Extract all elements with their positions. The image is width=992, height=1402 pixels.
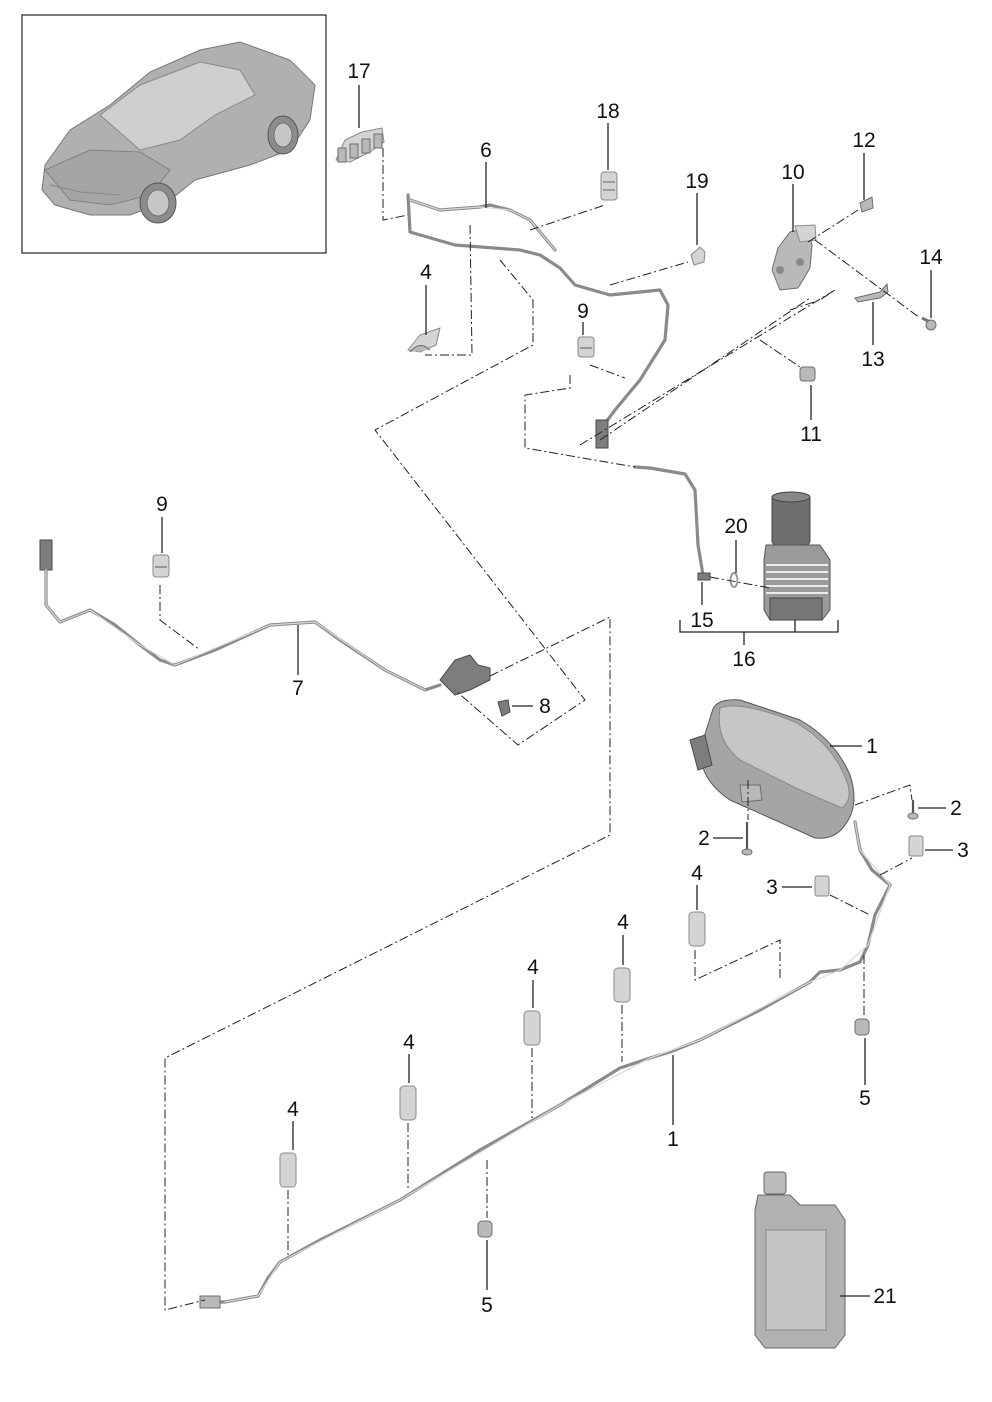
part-1-reservoir[interactable] (689, 699, 855, 839)
part-3-clip-left[interactable] (814, 875, 830, 897)
car-icon (41, 41, 316, 224)
part-3-clip-right[interactable] (908, 835, 924, 857)
callout-21[interactable]: 21 (873, 1285, 896, 1308)
part-17-clip-strip[interactable] (335, 127, 385, 163)
pipe-7[interactable] (39, 539, 442, 692)
callout-4-d[interactable]: 4 (403, 1031, 415, 1054)
callout-17[interactable]: 17 (347, 60, 370, 83)
part-5-sleeve-left[interactable] (477, 1220, 493, 1238)
callout-5-left[interactable]: 5 (481, 1294, 493, 1317)
assembly-lines (159, 148, 921, 1311)
pipe-1-end-fitting (199, 1295, 221, 1309)
part-4-pipe-clip[interactable] (407, 327, 441, 353)
callout-9-middle[interactable]: 9 (156, 493, 168, 516)
part-4-clip-d[interactable] (399, 1085, 417, 1121)
callout-4-b[interactable]: 4 (617, 911, 629, 934)
part-12-clip-nut[interactable] (859, 196, 874, 213)
callout-18[interactable]: 18 (596, 100, 619, 123)
part-16-filler-neck[interactable] (763, 491, 831, 621)
part-4-clip-c[interactable] (523, 1010, 541, 1046)
callout-16[interactable]: 16 (732, 648, 755, 671)
pipe-6[interactable] (406, 193, 670, 449)
callout-6[interactable]: 6 (480, 139, 492, 162)
part-20-o-ring[interactable] (729, 572, 739, 588)
part-15-fitting[interactable] (697, 572, 711, 581)
callout-1-reservoir[interactable]: 1 (866, 735, 878, 758)
callout-10[interactable]: 10 (781, 161, 804, 184)
part-4-clip-e[interactable] (279, 1152, 297, 1188)
callout-4-c[interactable]: 4 (527, 956, 539, 979)
callouts: 17 6 18 19 10 12 14 13 11 4 9 9 7 8 20 1… (156, 60, 969, 1317)
part-11-nut[interactable] (799, 366, 816, 382)
part-9-clip-middle[interactable] (152, 554, 170, 578)
callout-4-upper[interactable]: 4 (420, 261, 432, 284)
callout-3-left[interactable]: 3 (766, 876, 778, 899)
part-13-clamp[interactable] (854, 282, 889, 303)
callout-2-left[interactable]: 2 (698, 827, 710, 850)
callout-8[interactable]: 8 (539, 695, 551, 718)
part-21-fluid-bottle[interactable] (754, 1171, 846, 1349)
callout-7[interactable]: 7 (292, 677, 304, 700)
part-8-plug[interactable] (497, 699, 511, 717)
part-4-clip-a[interactable] (688, 911, 706, 947)
pipe-6-connector (595, 419, 609, 449)
callout-2-right[interactable]: 2 (950, 797, 962, 820)
part-10-bracket[interactable] (771, 224, 817, 291)
pipe-1-main[interactable] (199, 820, 892, 1309)
part-2-bolt-right[interactable] (907, 800, 919, 820)
callout-4-a[interactable]: 4 (691, 862, 703, 885)
vehicle-overview-thumbnail[interactable] (21, 14, 327, 254)
callout-13[interactable]: 13 (861, 348, 884, 371)
part-2-bolt-left[interactable] (741, 822, 753, 856)
part-5-sleeve-right[interactable] (854, 1018, 870, 1036)
callout-11[interactable]: 11 (800, 423, 822, 446)
callout-12[interactable]: 12 (852, 129, 875, 152)
callout-3-right[interactable]: 3 (957, 839, 969, 862)
callout-19[interactable]: 19 (685, 170, 708, 193)
callout-14[interactable]: 14 (919, 246, 943, 269)
callout-5-right[interactable]: 5 (859, 1087, 871, 1110)
pipe-to-filler (633, 465, 705, 577)
leader-lines (161, 85, 953, 1297)
callout-4-e[interactable]: 4 (287, 1098, 299, 1121)
part-4-clip-b[interactable] (613, 967, 631, 1003)
part-18-clip[interactable] (600, 171, 618, 201)
callout-9-upper[interactable]: 9 (577, 300, 589, 323)
callout-1-pipe[interactable]: 1 (667, 1128, 679, 1151)
pipe-7-coupling (439, 654, 491, 696)
part-9-clip-upper[interactable] (577, 336, 595, 358)
callout-20[interactable]: 20 (724, 515, 747, 538)
callout-15[interactable]: 15 (690, 609, 713, 632)
part-19-clip[interactable] (690, 246, 706, 266)
pipe-7-connector (39, 539, 53, 571)
part-14-bolt[interactable] (921, 316, 937, 331)
